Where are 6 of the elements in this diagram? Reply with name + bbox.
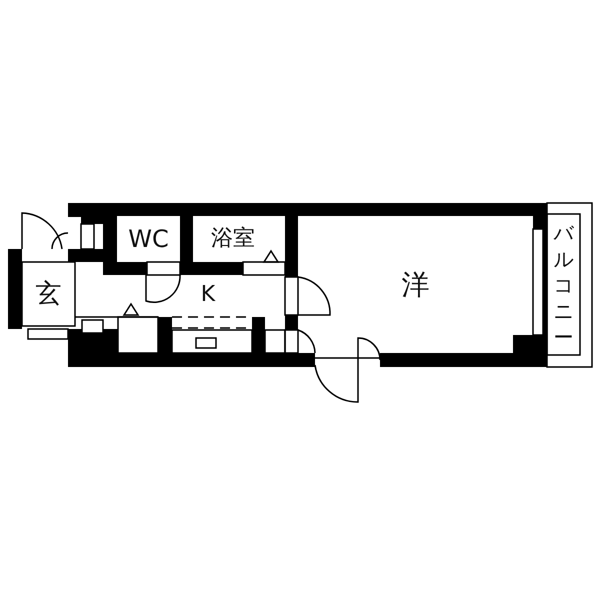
room-label: 浴室 <box>211 228 255 250</box>
room-label: 洋 <box>402 270 430 298</box>
room-label: WC <box>128 227 169 251</box>
room-label: バルコニー <box>554 220 574 350</box>
room-label: K <box>200 284 216 306</box>
room-label: 玄 <box>36 281 62 307</box>
